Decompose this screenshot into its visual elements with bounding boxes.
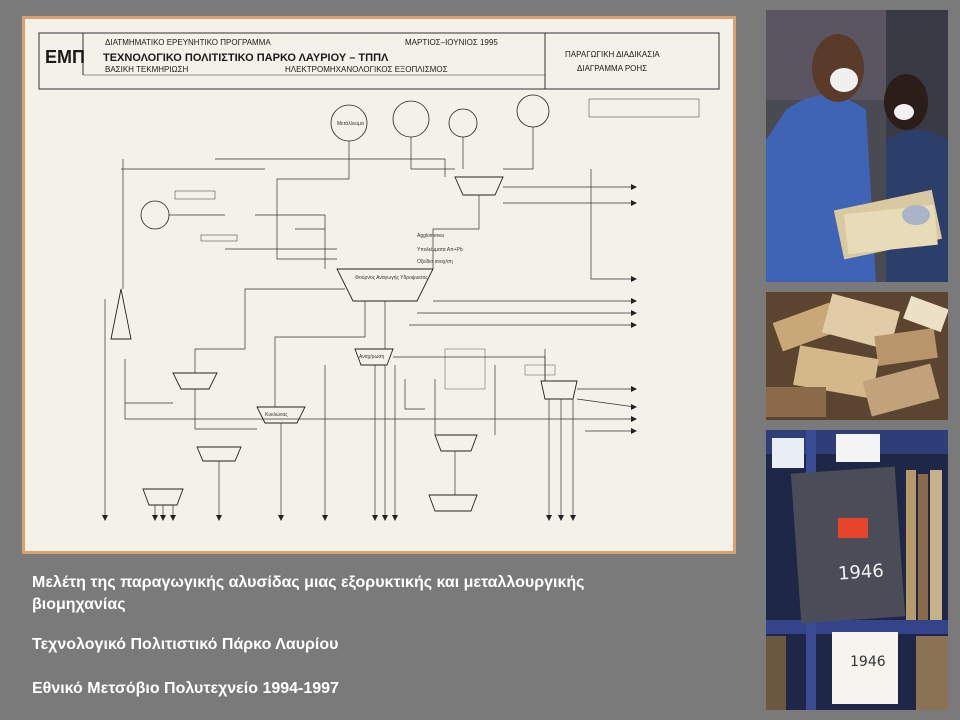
diagram-park-title: ΤΕΧΝΟΛΟΓΙΚΟ ΠΟΛΙΤΙΣΤΙΚΟ ΠΑΡΚΟ ΛΑΥΡΙΟΥ – … (103, 52, 389, 64)
diagram-logo: ΕΜΠ (45, 47, 85, 67)
node-label-klibanos: Φούρνος Αναγωγής Υδροψυκτος (355, 274, 428, 281)
node-label-agglomerea: Agglomerea (417, 233, 444, 239)
diagram-basic-doc: ΒΑΣΙΚΗ ΤΕΚΜΗΡΙΩΣΗ (105, 65, 189, 74)
diagram-small-labels (175, 99, 699, 389)
node-label-ypoleimmata: Υπολείμματα Απ+Pb (417, 247, 463, 253)
diagram-flow-title: ΔΙΑΓΡΑΜΜΑ ΡΟΗΣ (577, 64, 647, 73)
diagram-date: ΜΑΡΤΙΟΣ–ΙΟΥΝΙΟΣ 1995 (405, 38, 498, 47)
diagram-process-units (111, 177, 577, 511)
node-label-oxeidia: Οξείδια αναχ/ση (417, 259, 453, 265)
box-label-1946: 1946 (837, 560, 884, 584)
diagram-arrowheads (102, 184, 637, 521)
diagram-process-title: ΠΑΡΑΓΩΓΙΚΗ ΔΙΑΔΙΚΑΣΙΑ (565, 50, 660, 59)
diagram-flow-lines (105, 127, 635, 519)
photo-document-pile (766, 292, 948, 420)
diagram-top-nodes (141, 95, 549, 229)
photo-archive-shelf: 1946 1946 (766, 430, 948, 710)
photo-workers-sorting-documents (766, 10, 948, 282)
caption-study-description: Μελέτη της παραγωγικής αλυσίδας μιας εξο… (32, 572, 592, 616)
node-label-metallevma: Μετάλλευμα (337, 120, 364, 127)
flow-diagram-image: ΕΜΠ ΔΙΑΤΜΗΜΑΤΙΚΟ ΕΡΕΥΝΗΤΙΚΟ ΠΡΟΓΡΑΜΜΑ ΜΑ… (22, 16, 736, 554)
diagram-equipment: ΗΛΕΚΤΡΟΜΗΧΑΝΟΛΟΓΙΚΟΣ ΕΞΟΠΛΙΣΜΟΣ (285, 65, 448, 74)
diagram-program-line: ΔΙΑΤΜΗΜΑΤΙΚΟ ΕΡΕΥΝΗΤΙΚΟ ΠΡΟΓΡΑΜΜΑ (105, 38, 271, 47)
node-label-kyklonas: Κυκλώνας (265, 411, 288, 418)
diagram-title-block: ΕΜΠ ΔΙΑΤΜΗΜΑΤΙΚΟ ΕΡΕΥΝΗΤΙΚΟ ΠΡΟΓΡΑΜΜΑ ΜΑ… (39, 33, 719, 89)
tag-label-1946: 1946 (850, 654, 886, 670)
caption-park-name: Τεχνολογικό Πολιτιστικό Πάρκο Λαυρίου (32, 636, 338, 654)
flow-diagram-svg: ΕΜΠ ΔΙΑΤΜΗΜΑΤΙΚΟ ΕΡΕΥΝΗΤΙΚΟ ΠΡΟΓΡΑΜΜΑ ΜΑ… (25, 19, 733, 551)
caption-university-years: Εθνικό Μετσόβιο Πολυτεχνείο 1994-1997 (32, 680, 339, 698)
node-label-anagomosi: Αναχ/ρωση (359, 354, 384, 360)
